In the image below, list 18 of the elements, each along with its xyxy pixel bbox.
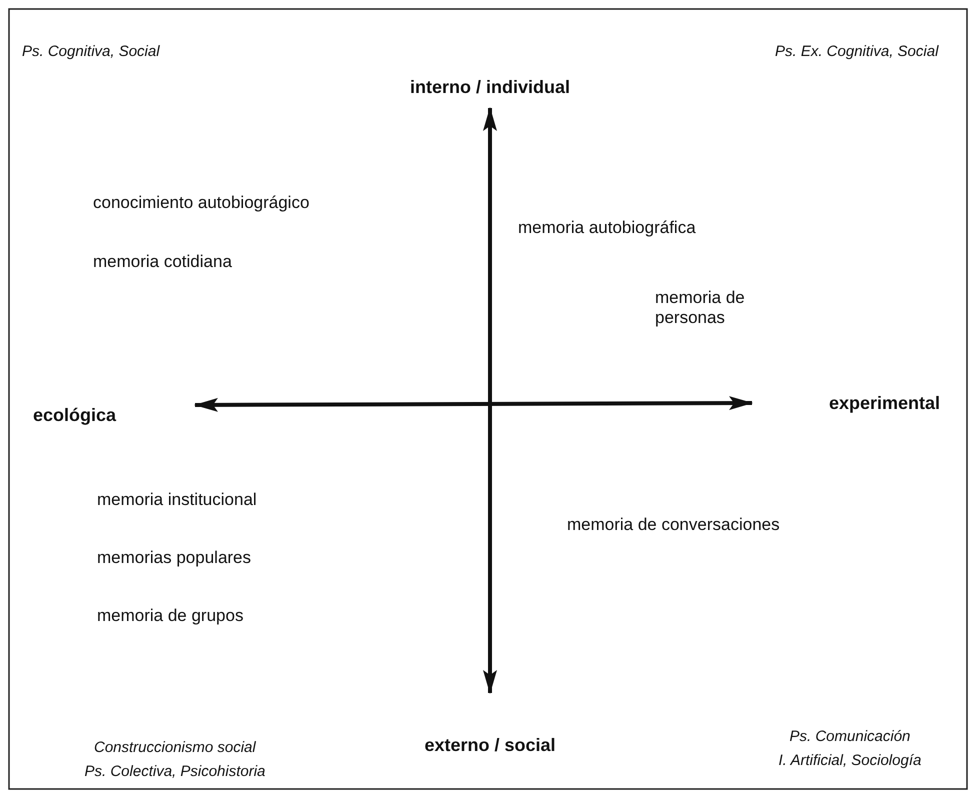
axis-label: externo / social bbox=[424, 735, 556, 755]
axis-label: interno / individual bbox=[410, 77, 570, 97]
quadrant-item: memoria cotidiana bbox=[93, 252, 232, 272]
discipline-note: Ps. Colectiva, Psicohistoria bbox=[84, 763, 266, 781]
discipline-note: Construccionismo social bbox=[94, 739, 256, 757]
quadrant-item: memoria autobiográfica bbox=[518, 218, 696, 238]
discipline-note: I. Artificial, Sociología bbox=[778, 752, 922, 770]
quadrant-item: conocimiento autobiográgico bbox=[93, 193, 310, 213]
quadrant-item: memorias populares bbox=[97, 548, 252, 568]
axis-label: ecológica bbox=[33, 405, 116, 425]
discipline-note: Ps. Cognitiva, Social bbox=[22, 43, 160, 61]
quadrant-item: memoria institucional bbox=[97, 490, 257, 510]
discipline-note: Ps. Ex. Cognitiva, Social bbox=[775, 43, 938, 61]
quadrant-item: memoria de personas bbox=[655, 288, 746, 328]
discipline-note: Ps. Comunicación bbox=[790, 728, 910, 746]
quadrant-item: memoria de grupos bbox=[97, 606, 244, 626]
quadrant-item: memoria de conversaciones bbox=[567, 515, 780, 535]
axis-label: experimental bbox=[829, 393, 940, 413]
